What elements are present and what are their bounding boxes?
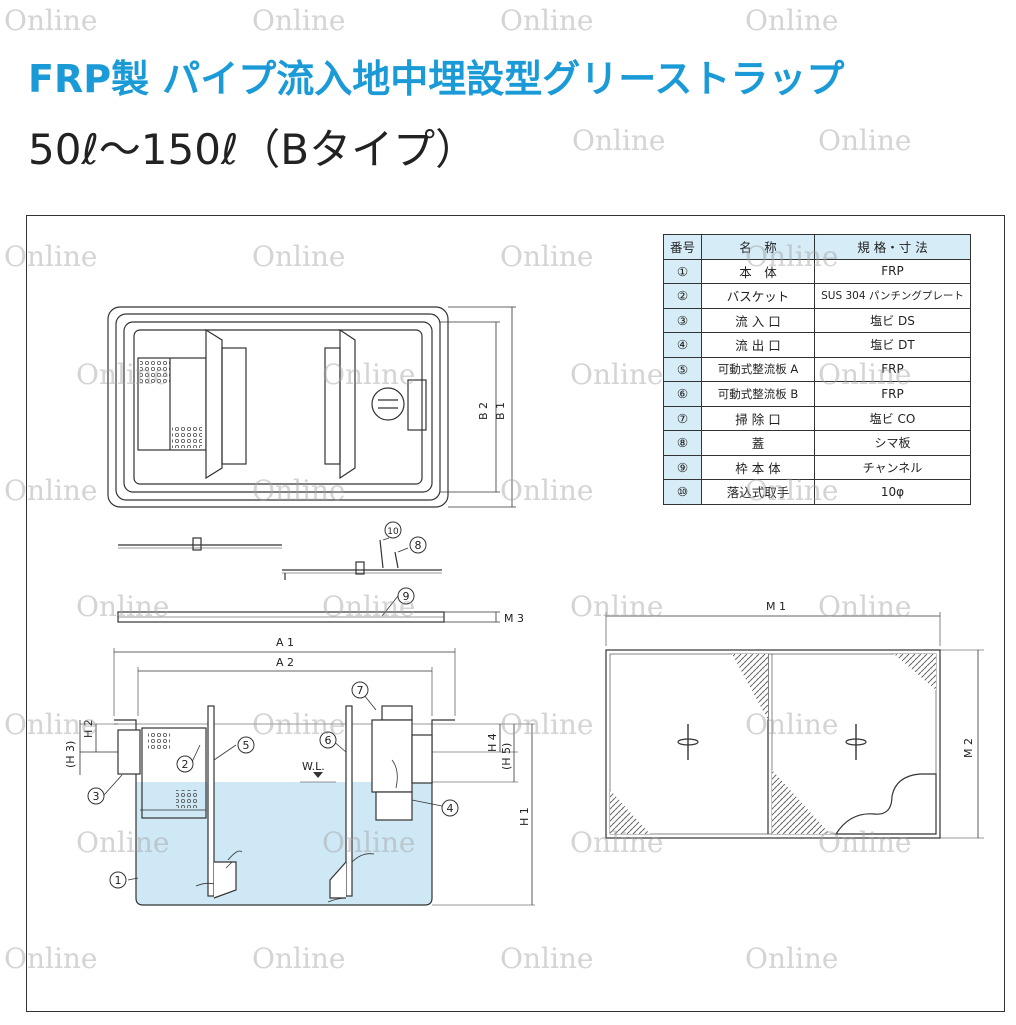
- row-no: ①: [663, 258, 702, 284]
- dim-h1: H 1: [518, 807, 531, 826]
- row-name: 枠 本 体: [701, 454, 815, 480]
- callout-markers: [87, 521, 459, 889]
- row-spec: FRP: [814, 258, 971, 284]
- dim-b1: B 1: [494, 402, 507, 420]
- row-name: バスケット: [701, 283, 815, 309]
- callout-4: 4: [447, 802, 454, 815]
- row-no: ④: [663, 332, 702, 358]
- row-name: 流 出 口: [701, 332, 815, 358]
- callout-9: 9: [403, 590, 410, 603]
- callout-2: 2: [182, 758, 189, 771]
- row-spec: 10φ: [814, 479, 971, 505]
- row-spec: チャンネル: [814, 454, 971, 480]
- row-name: 落込式取手: [701, 479, 815, 505]
- row-spec: SUS 304 パンチングプレート: [814, 283, 971, 309]
- callout-8: 8: [415, 539, 422, 552]
- row-spec: FRP: [814, 356, 971, 382]
- row-name: 蓋: [701, 430, 815, 456]
- water-level-label: W.L.: [302, 760, 325, 773]
- row-spec: 塩ビ DT: [814, 332, 971, 358]
- header-spec: 規 格・寸 法: [814, 234, 971, 260]
- row-spec: FRP: [814, 381, 971, 407]
- row-name: 掃 除 口: [701, 405, 815, 431]
- parts-table-header: 番号 名 称 規 格・寸 法: [663, 234, 971, 260]
- row-spec: 塩ビ CO: [814, 405, 971, 431]
- plan-view: [107, 306, 516, 508]
- row-no: ⑩: [663, 479, 702, 505]
- callout-1: 1: [115, 874, 122, 887]
- row-name: 流 入 口: [701, 307, 815, 333]
- lid-detail: [117, 537, 500, 623]
- row-no: ⑧: [663, 430, 702, 456]
- row-no: ⑨: [663, 454, 702, 480]
- dim-m2: M 2: [962, 738, 975, 758]
- row-name: 本 体: [701, 258, 815, 284]
- dim-m1: M 1: [766, 600, 786, 613]
- row-spec: シマ板: [814, 430, 971, 456]
- page-subtitle: 50ℓ〜150ℓ（Bタイプ）: [28, 125, 478, 174]
- row-no: ③: [663, 307, 702, 333]
- dim-a1: A 1: [276, 636, 294, 649]
- lid-top-view: [605, 612, 984, 839]
- row-spec: 塩ビ DS: [814, 307, 971, 333]
- row-name: 可動式整流板 A: [701, 356, 815, 382]
- dim-b2: B 2: [477, 402, 490, 420]
- row-no: ⑦: [663, 405, 702, 431]
- callout-6: 6: [325, 734, 332, 747]
- dim-h3: (H 3): [64, 741, 77, 768]
- dim-a2: A 2: [276, 656, 294, 669]
- callout-10: 10: [387, 527, 399, 537]
- callout-3: 3: [93, 790, 100, 803]
- callout-5: 5: [243, 739, 250, 752]
- row-name: 可動式整流板 B: [701, 381, 815, 407]
- header-name: 名 称: [701, 234, 815, 260]
- header-no: 番号: [663, 234, 702, 260]
- row-no: ②: [663, 283, 702, 309]
- section-view: [79, 648, 535, 906]
- dim-h2: H 2: [82, 719, 95, 738]
- drawing-frame: [26, 215, 1005, 1012]
- page-title: FRP製 パイプ流入地中埋設型グリーストラップ: [28, 57, 845, 101]
- row-no: ⑥: [663, 381, 702, 407]
- dim-m3: M 3: [504, 612, 524, 625]
- row-no: ⑤: [663, 356, 702, 382]
- dim-h4: H 4: [486, 733, 499, 752]
- callout-7: 7: [357, 684, 364, 697]
- dim-h5: (H 5): [500, 743, 513, 770]
